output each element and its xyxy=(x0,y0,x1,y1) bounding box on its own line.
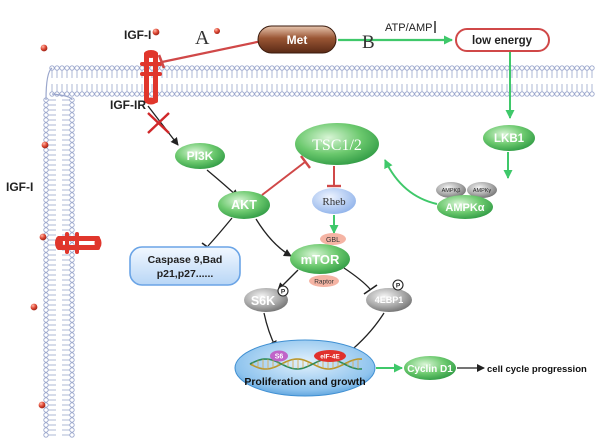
rheb-node xyxy=(312,188,356,214)
4ebp1-phospho-label: P xyxy=(396,283,401,290)
4ebp1-eif4e-inhibition-line xyxy=(347,312,385,354)
ampk-to-tsc-arrow xyxy=(384,159,438,205)
blocked-x-icon xyxy=(147,112,170,134)
rheb-label: Rheb xyxy=(322,196,346,208)
cyclin-d1-label: Cyclin D1 xyxy=(407,364,453,375)
igf1-ligand-ball xyxy=(38,401,46,409)
cyclin-d1-node xyxy=(404,356,456,380)
gbl-node xyxy=(320,233,346,245)
igf1-ligand-ball xyxy=(39,233,47,241)
s6k-node xyxy=(244,288,288,312)
igf1-label-top: IGF-I xyxy=(124,28,151,42)
atp-amp-label: ATP/AMP xyxy=(385,22,432,34)
akt-node xyxy=(218,191,270,219)
igf1-label-left: IGF-I xyxy=(6,180,33,194)
s6-node xyxy=(270,350,288,362)
igf1-ligand-ball xyxy=(152,28,160,36)
s6k-phospho-badge xyxy=(277,285,289,297)
met-inhibition-bar xyxy=(157,54,166,69)
proliferation-label: Proliferation and growth xyxy=(244,376,365,388)
akt-tsc-inhibition-bar xyxy=(300,155,311,169)
tsc-label: TSC1/2 xyxy=(312,137,362,154)
igf1r-to-pi3k-arrow xyxy=(147,105,179,146)
igf1-ligand-ball xyxy=(41,141,49,149)
igf1r-label: IGF-IR xyxy=(110,98,146,112)
igf1-ligand-ball xyxy=(214,28,220,34)
plasma-membrane-vertical xyxy=(43,67,75,438)
4ebp1-phospho-badge xyxy=(392,279,404,291)
mtor-label: mTOR xyxy=(301,252,340,267)
ampk-beta-label: AMPKβ xyxy=(442,188,461,194)
caspase-box xyxy=(129,246,241,286)
lkb1-label: LKB1 xyxy=(494,133,525,145)
ampk-alpha-node xyxy=(437,195,493,219)
cell-cycle-label: cell cycle progression xyxy=(487,364,587,375)
raptor-node xyxy=(309,275,339,287)
gbl-label: GBL xyxy=(326,237,340,244)
tsc-node xyxy=(295,123,379,165)
4ebp1-label: 4EBP1 xyxy=(375,295,404,305)
pi3k-node xyxy=(175,143,225,169)
akt-tsc-inhibition-line xyxy=(261,161,306,196)
akt-to-mtor-arrow xyxy=(255,218,292,257)
mtor-node xyxy=(290,244,350,274)
dna-helix-icon xyxy=(249,358,363,370)
mtor-4ebp1-inhibition-line xyxy=(343,267,371,290)
igf1-ligands xyxy=(30,28,160,409)
ampk-beta-node xyxy=(436,182,466,198)
4ebp1-node xyxy=(366,288,412,312)
ampk-gamma-node xyxy=(467,182,497,198)
met-label: Met xyxy=(287,33,308,47)
eif4e-node xyxy=(314,350,346,362)
letter-b: B xyxy=(362,32,375,53)
pi3k-label: PI3K xyxy=(187,149,214,163)
ampk-alpha-label: AMPKα xyxy=(445,202,484,214)
igf1-ligand-ball xyxy=(40,44,48,52)
caspase-line1: Caspase 9,Bad xyxy=(148,254,223,266)
letter-a: A xyxy=(195,27,210,49)
caspase-line2: p21,p27...... xyxy=(157,268,214,280)
akt-label: AKT xyxy=(231,198,257,212)
igf1-ligand-ball xyxy=(30,303,38,311)
s6k-phospho-label: P xyxy=(281,289,286,296)
igf1-receptor-top-icon xyxy=(140,50,162,105)
mtor-4ebp1-inhibition-bar xyxy=(363,284,378,295)
eif4e-label: eIF-4E xyxy=(320,354,340,361)
met-inhibition-line xyxy=(161,39,263,64)
ampk-gamma-label: AMPKγ xyxy=(473,188,492,194)
akt-caspase-inhibition-line xyxy=(207,217,233,247)
raptor-label: Raptor xyxy=(314,279,334,286)
plasma-membrane-horizontal xyxy=(49,65,595,97)
s6k-label: S6K xyxy=(251,294,275,308)
low-energy-label: low energy xyxy=(472,35,533,47)
s6-label: S6 xyxy=(275,354,284,361)
met-node xyxy=(257,25,337,54)
igf1-receptor-left-icon xyxy=(55,232,102,254)
low-energy-node xyxy=(455,28,550,52)
lkb1-node xyxy=(483,125,535,151)
